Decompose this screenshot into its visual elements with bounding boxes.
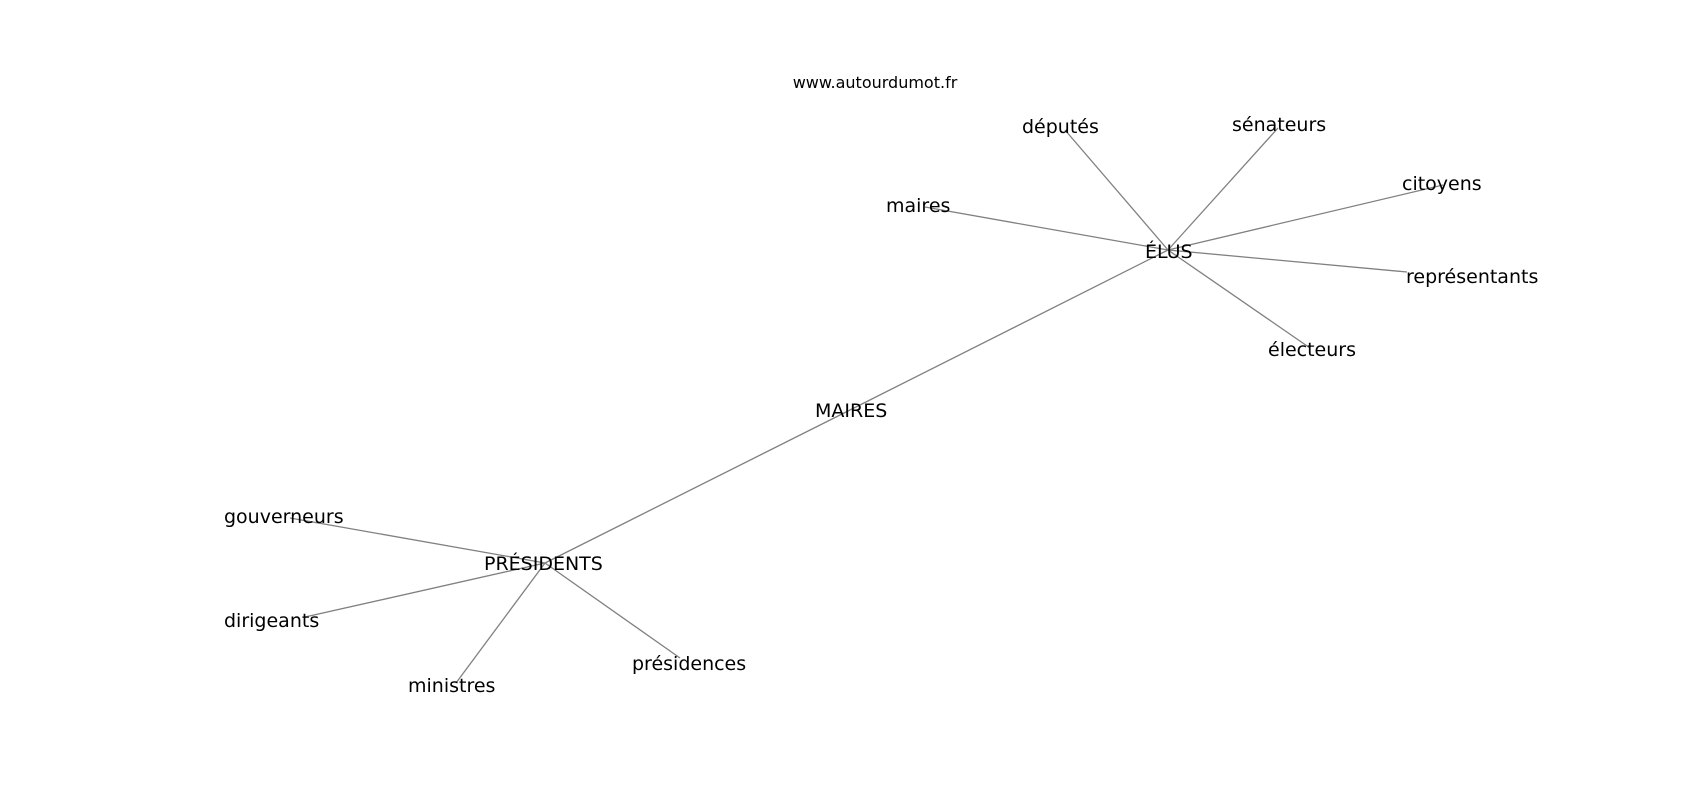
node-electeurs: électeurs xyxy=(1268,339,1356,361)
node-dirigeants: dirigeants xyxy=(224,610,319,632)
edge-elus-representants xyxy=(1167,249,1408,273)
node-ministres: ministres xyxy=(408,675,495,697)
graph-edges xyxy=(289,127,1444,684)
node-maires: maires xyxy=(886,195,950,217)
edge-presidents-presidences xyxy=(544,562,681,659)
edge-presidents-ministres xyxy=(455,562,546,684)
edge-elus-citoyens xyxy=(1167,184,1444,251)
edge-elus-senateurs xyxy=(1167,127,1279,251)
graph-nodes: MAIRES ÉLUS PRÉSIDENTS députés sénateurs cito… xyxy=(224,114,1538,697)
edge-maires_center-elus xyxy=(849,249,1169,411)
node-deputes: députés xyxy=(1022,116,1099,138)
edge-elus-electeurs xyxy=(1167,249,1311,349)
node-gouverneurs: gouverneurs xyxy=(224,506,344,528)
node-representants: représentants xyxy=(1406,266,1538,288)
node-elus: ÉLUS xyxy=(1145,240,1193,263)
edge-presidents-dirigeants xyxy=(304,562,546,618)
node-presidences: présidences xyxy=(632,653,746,675)
edge-presidents-gouverneurs xyxy=(289,517,546,564)
edge-elus-maires xyxy=(924,206,1169,251)
edge-maires_center-presidents xyxy=(544,409,851,564)
watermark: www.autourdumot.fr xyxy=(793,73,958,92)
edge-elus-deputes xyxy=(1064,129,1169,251)
node-senateurs: sénateurs xyxy=(1232,114,1326,136)
node-maires-center: MAIRES xyxy=(815,400,887,422)
node-presidents: PRÉSIDENTS xyxy=(484,552,603,575)
node-citoyens: citoyens xyxy=(1402,173,1482,195)
